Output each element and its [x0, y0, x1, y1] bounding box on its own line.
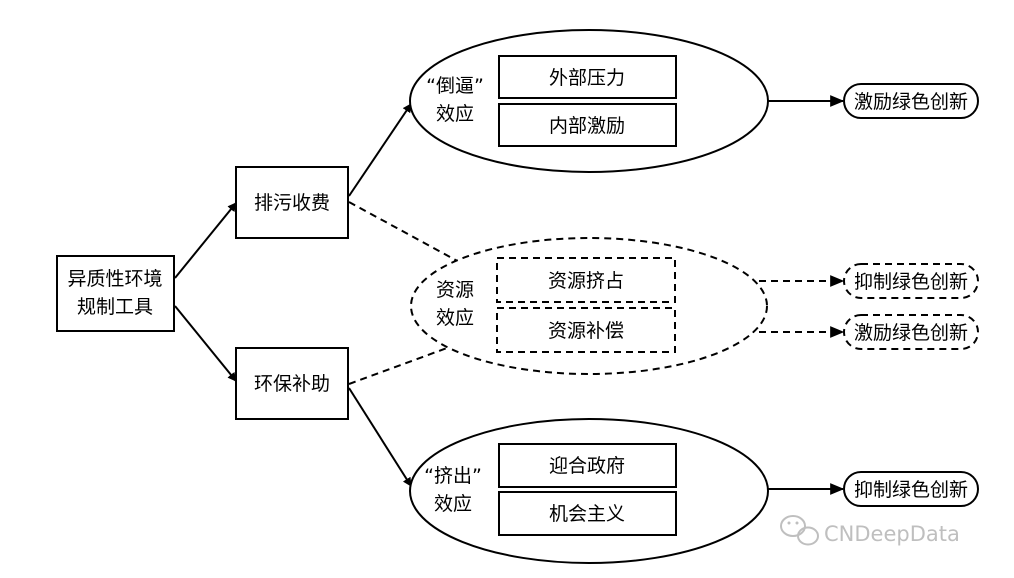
resource-effect-group: 资源 效应 资源挤占 资源补偿 — [410, 237, 768, 375]
source-label-line2: 规制工具 — [77, 296, 153, 318]
forcing-effect-label-line2: 效应 — [436, 103, 474, 125]
outcome-resource-1: 抑制绿色创新 — [843, 263, 979, 299]
outcome-forcing: 激励绿色创新 — [843, 83, 979, 119]
forcing-effect-label-line1: “倒逼” — [426, 75, 484, 97]
outcome-crowding-pill — [843, 471, 979, 507]
resource-item-1: 资源挤占 — [548, 270, 624, 292]
resource-effect-label-line1: 资源 — [436, 279, 474, 301]
subsidy-node: 环保补助 — [235, 347, 349, 420]
resource-item-box-2 — [496, 307, 676, 353]
outcome-crowding-label: 抑制绿色创新 — [854, 479, 968, 501]
forcing-item-box-1 — [498, 55, 677, 99]
forcing-effect-group: “倒逼” 效应 外部压力 内部激励 — [409, 29, 769, 173]
watermark: CNDeepData — [780, 515, 960, 546]
crowding-effect-group: “挤出” 效应 迎合政府 机会主义 — [409, 418, 769, 564]
resource-item-2: 资源补偿 — [548, 320, 624, 342]
fee-node: 排污收费 — [235, 166, 349, 239]
crowding-item-box-1 — [498, 443, 677, 488]
outcome-resource-2: 激励绿色创新 — [843, 314, 979, 350]
crowding-item-1: 迎合政府 — [549, 455, 625, 477]
outcome-forcing-label: 激励绿色创新 — [854, 91, 968, 113]
outcome-resource-1-pill — [843, 263, 979, 299]
crowding-effect-label-line1: “挤出” — [424, 465, 482, 487]
forcing-item-box-2 — [498, 103, 677, 147]
fee-box — [235, 166, 349, 239]
outcome-resource-2-label: 激励绿色创新 — [854, 322, 968, 344]
subsidy-box — [235, 347, 349, 420]
wechat-icon — [780, 515, 819, 546]
fee-label: 排污收费 — [254, 192, 330, 214]
crowding-item-box-2 — [498, 491, 677, 536]
outcome-resource-2-pill — [843, 314, 979, 350]
arrow-fee-to-forcing — [348, 103, 412, 197]
arrow-fee-to-resource-occupy — [348, 201, 497, 283]
arrow-source-to-fee — [174, 202, 237, 279]
source-node: 异质性环境 规制工具 — [56, 255, 175, 332]
crowding-effect-label-line2: 效应 — [434, 493, 472, 515]
source-box — [56, 255, 175, 332]
forcing-item-1: 外部压力 — [549, 67, 625, 89]
forcing-effect-ellipse — [409, 29, 769, 173]
forcing-item-2: 内部激励 — [549, 115, 625, 137]
outcome-resource-1-label: 抑制绿色创新 — [854, 271, 968, 293]
resource-item-box-1 — [496, 257, 676, 303]
watermark-text: CNDeepData — [824, 522, 960, 546]
arrow-source-to-subsidy — [174, 305, 237, 382]
resource-effect-label-line2: 效应 — [436, 307, 474, 329]
subsidy-label: 环保补助 — [254, 373, 330, 395]
arrow-subsidy-to-resource-comp — [348, 328, 497, 385]
arrow-subsidy-to-crowding — [348, 387, 412, 487]
crowding-item-2: 机会主义 — [549, 503, 625, 525]
outcome-crowding: 抑制绿色创新 — [843, 471, 979, 507]
outcome-forcing-pill — [843, 83, 979, 119]
source-label-line1: 异质性环境 — [67, 268, 162, 290]
